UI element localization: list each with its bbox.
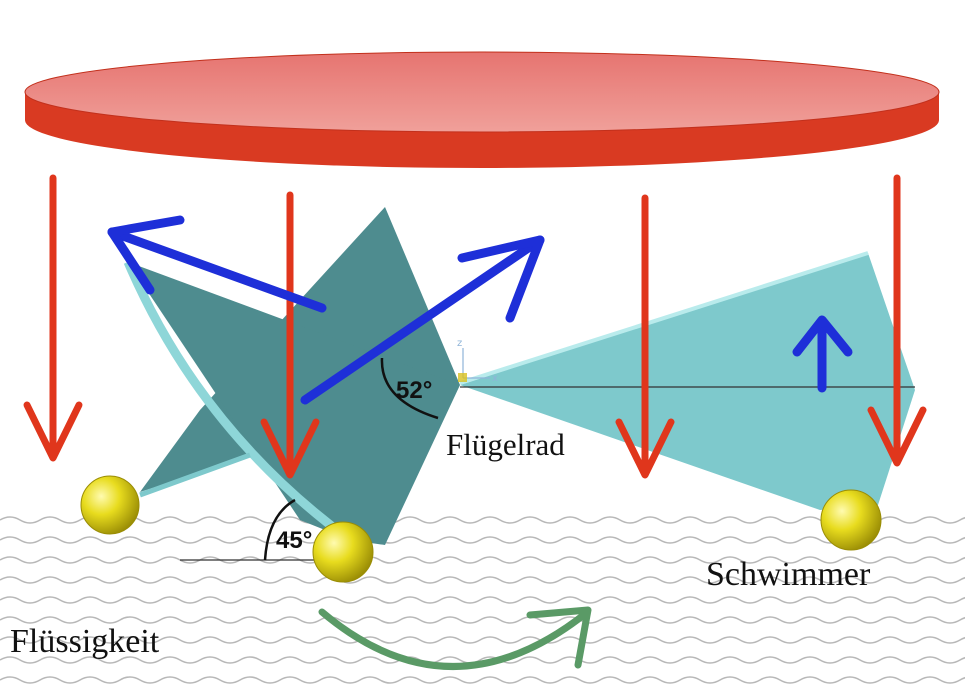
motion-arrow-left [107,215,327,313]
blade-left-edge [123,260,353,544]
wave-line [0,676,965,684]
angle-label-lower: 45° [276,527,312,554]
wave-line [0,596,965,604]
float-label: Schwimmer [706,556,871,593]
angle-arc-lower [263,498,296,561]
force-arrow-1 [23,174,83,462]
motion-arrows [107,215,853,405]
float-ball-center [312,521,374,583]
blade-left-front [128,262,460,545]
angle-arc-upper [380,357,439,420]
floats [80,475,882,583]
float-ball-right [820,489,882,551]
wave-line [0,516,965,524]
motion-arrow-center [300,235,545,405]
liquid-label: Flüssigkeit [10,623,160,660]
force-arrow-3 [615,194,675,479]
float-ball-left [80,475,140,535]
wave-line [0,556,965,564]
rotating-disc [24,51,940,168]
wave-line [0,636,965,644]
impeller [123,207,915,545]
axis-z-label: z [457,338,462,349]
angle-label-upper: 52° [396,377,432,404]
force-arrow-4 [867,174,927,467]
liquid-waves [0,516,965,684]
float-arm-left [139,452,251,498]
blade-right-edge [459,251,869,385]
blade-right [460,253,915,510]
wave-line [0,576,965,584]
disc-top [24,51,940,133]
wave-line [0,536,965,544]
motion-arrow-right [792,315,853,393]
origin-marker [458,373,467,382]
impeller-label: Flügelrad [446,427,565,462]
axis-x-label: x [492,373,498,384]
rotation-arrow [318,606,592,670]
force-arrow-2 [260,191,320,479]
force-arrows [23,174,927,479]
wave-line [0,616,965,624]
